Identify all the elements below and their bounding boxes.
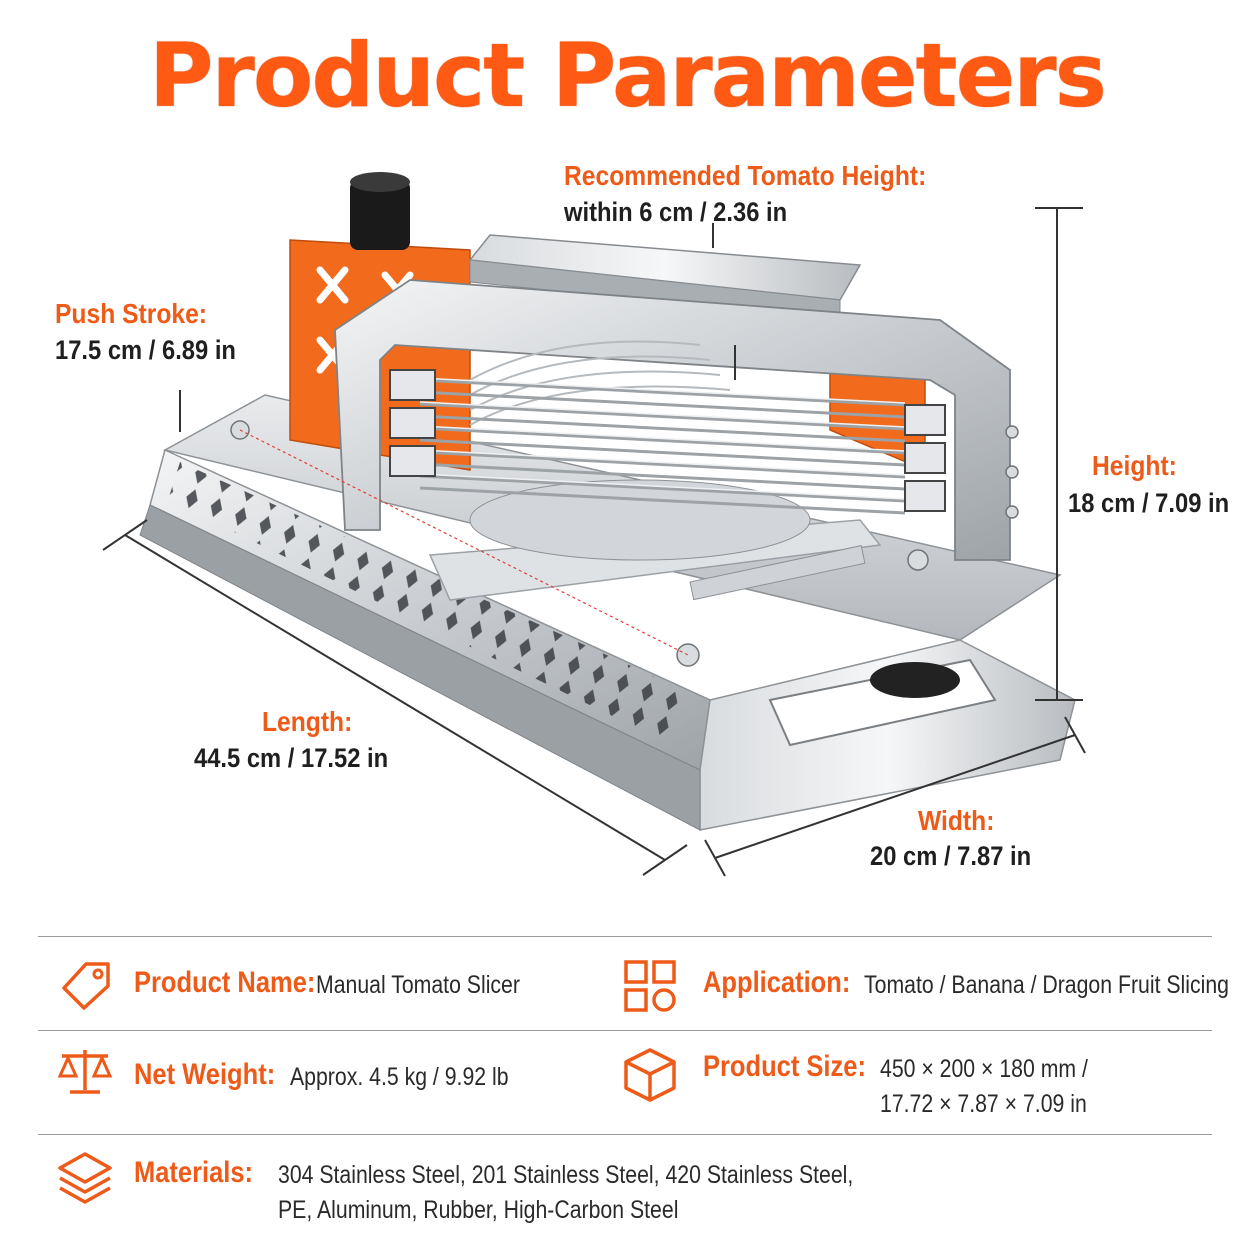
width-label: Width:: [918, 805, 995, 836]
tomato-height-value: within 6 cm / 2.36 in: [564, 197, 788, 227]
materials-value-line1: 304 Stainless Steel, 201 Stainless Steel…: [278, 1161, 854, 1189]
product-name-label: Product Name:: [134, 966, 316, 999]
application-label: Application:: [703, 966, 851, 999]
product-size-label: Product Size:: [703, 1050, 866, 1083]
width-value: 20 cm / 7.87 in: [870, 841, 1032, 871]
materials-label: Materials:: [134, 1156, 254, 1189]
product-size-value-line1: 450 × 200 × 180 mm /: [880, 1055, 1088, 1083]
page-title: Product Parameters: [148, 24, 1107, 127]
push-stroke-value: 17.5 cm / 6.89 in: [55, 335, 236, 365]
price-tag-icon: [62, 962, 110, 1010]
height-label: Height:: [1092, 450, 1177, 481]
application-value: Tomato / Banana / Dragon Fruit Slicing: [864, 971, 1229, 999]
grid-shapes-icon: [624, 960, 676, 1012]
divider: [38, 1134, 1212, 1135]
net-weight-value: Approx. 4.5 kg / 9.92 lb: [290, 1063, 509, 1091]
height-value: 18 cm / 7.09 in: [1068, 488, 1230, 518]
push-stroke-label: Push Stroke:: [55, 298, 207, 329]
length-label: Length:: [262, 706, 353, 737]
length-value: 44.5 cm / 17.52 in: [194, 743, 389, 773]
balance-scale-icon: [57, 1050, 113, 1094]
product-size-value-line2: 17.72 × 7.87 × 7.09 in: [880, 1090, 1087, 1118]
tomato-slicer-illustration: [102, 172, 1086, 877]
net-weight-label: Net Weight:: [134, 1058, 276, 1091]
layers-icon: [58, 1152, 112, 1204]
tomato-height-label: Recommended Tomato Height:: [564, 160, 927, 191]
materials-value-line2: PE, Aluminum, Rubber, High-Carbon Steel: [278, 1196, 679, 1224]
divider: [38, 1030, 1212, 1031]
cube-icon: [624, 1048, 676, 1102]
product-name-value: Manual Tomato Slicer: [316, 971, 520, 999]
divider: [38, 936, 1212, 937]
